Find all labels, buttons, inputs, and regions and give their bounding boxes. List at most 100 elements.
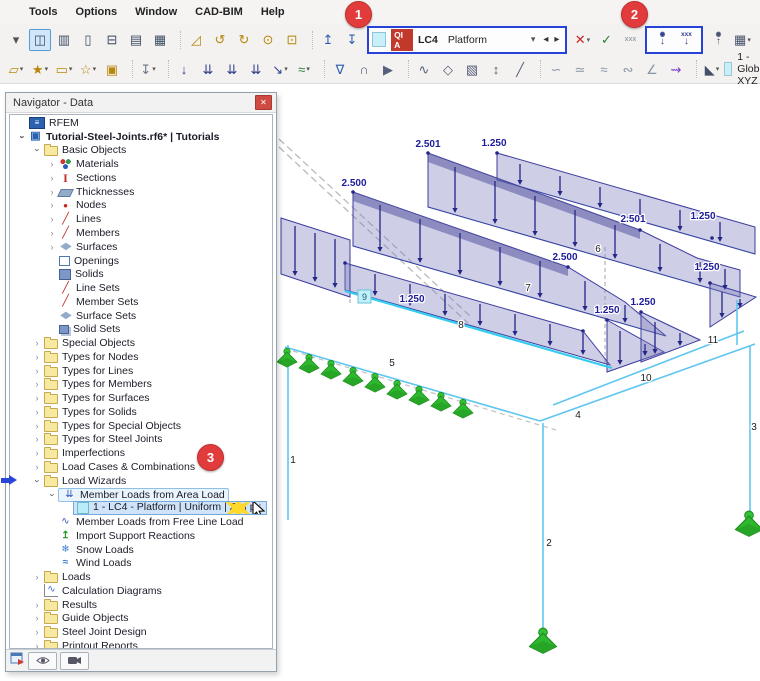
tree-chevron-icon[interactable] (46, 200, 58, 210)
tree-chevron-icon[interactable] (46, 187, 58, 197)
new-solid-button[interactable]: ▣ (105, 61, 119, 77)
section-line-button[interactable]: ╱ (516, 61, 524, 77)
import-load-state-button[interactable]: ↥ (322, 32, 334, 47)
tree-item-sections[interactable]: Sections (10, 171, 272, 185)
frame-members[interactable] (284, 300, 756, 629)
tree-chevron-icon[interactable] (31, 613, 43, 623)
tree-item-wind-loads[interactable]: Wind Loads (10, 557, 272, 571)
tree-item-types-for-surfaces[interactable]: Types for Surfaces (10, 391, 272, 405)
tree-item-types-for-nodes[interactable]: Types for Nodes (10, 350, 272, 364)
view-direction-button[interactable]: ◣▾ (704, 61, 720, 77)
nodal-support-icon[interactable] (342, 366, 364, 387)
tree-item-load-wizards[interactable]: Load Wizards (10, 474, 272, 488)
result-diagram-1-button[interactable]: ∽ (550, 61, 562, 77)
magic-wand-button[interactable]: ⇝ (670, 61, 682, 77)
tree-item-results[interactable]: Results (10, 598, 272, 612)
nodal-support-icon[interactable] (734, 510, 760, 537)
display-navigator-tab[interactable] (28, 651, 57, 670)
tree-item-surfaces[interactable]: Surfaces (10, 240, 272, 254)
spin-view-button[interactable]: ⊙ (262, 32, 274, 47)
menu-cad-bim[interactable]: CAD-BIM (195, 6, 243, 18)
tree-item-printout-reports[interactable]: Printout Reports (10, 639, 272, 648)
nodal-support-icon[interactable] (386, 379, 408, 400)
tree-chevron-icon[interactable] (31, 352, 43, 362)
toolbar-overflow-caret[interactable]: ▾ (12, 32, 20, 47)
render-mode-button[interactable]: ▧ (465, 61, 479, 77)
result-angle-button[interactable]: ∠ (646, 61, 658, 77)
tree-item-types-for-steel-joints[interactable]: Types for Steel Joints (10, 433, 272, 447)
tree-chevron-icon[interactable] (31, 627, 43, 637)
tables-panel-button[interactable]: ▦ (153, 32, 167, 47)
tree-chevron-icon[interactable] (31, 434, 43, 444)
tree-chevron-icon[interactable] (46, 214, 58, 224)
close-icon[interactable]: ✕ (255, 95, 272, 110)
tree-item-basic-objects[interactable]: Basic Objects (10, 144, 272, 158)
tree-chevron-icon[interactable] (31, 393, 43, 403)
delete-load-case-button[interactable]: ✕▾ (574, 32, 591, 47)
tree-chevron-icon[interactable] (31, 407, 43, 417)
tree-item-calculation-diagrams[interactable]: Calculation Diagrams (10, 584, 272, 598)
load-case-combobox[interactable]: QI A LC4 Platform ▾ (372, 28, 540, 51)
panel-layout-button[interactable]: ▯ (84, 32, 92, 47)
chevron-down-icon[interactable]: ▾ (530, 34, 536, 44)
tree-item-import-support-reactions[interactable]: Import Support Reactions (10, 529, 272, 543)
tree-chevron-icon[interactable] (31, 145, 43, 155)
result-tables-button[interactable]: ▦▾ (734, 32, 751, 47)
tree-item-guide-objects[interactable]: Guide Objects (10, 612, 272, 626)
tree-item-snow-loads[interactable]: Snow Loads (10, 543, 272, 557)
tree-chevron-icon[interactable] (31, 448, 43, 458)
menu-window[interactable]: Window (135, 6, 178, 18)
tree-item-special-objects[interactable]: Special Objects (10, 336, 272, 350)
tree-item-solids[interactable]: Solids (10, 267, 272, 281)
animation-button[interactable]: ▶ (383, 61, 393, 77)
new-node-button[interactable]: ★▾ (31, 61, 49, 77)
tree-item-materials[interactable]: Materials (10, 157, 272, 171)
console-panel-button[interactable]: ⊟ (106, 32, 118, 47)
displacement-scale-button[interactable]: ↕ (492, 61, 500, 77)
previous-load-case-button[interactable]: ◂ (543, 34, 549, 45)
rotate-view-left-button[interactable]: ↺ (214, 32, 226, 47)
check-model-button[interactable]: ✓ (600, 32, 612, 47)
tree-chevron-icon[interactable] (31, 421, 43, 431)
tree-chevron-icon[interactable] (31, 366, 43, 376)
nodal-support-icon[interactable] (298, 353, 320, 374)
line-load-button[interactable]: ⇊ (226, 61, 238, 77)
member-load-button[interactable]: ⇊ (202, 61, 214, 77)
menu-tools[interactable]: Tools (29, 6, 58, 18)
tree-chevron-icon[interactable] (46, 173, 58, 183)
tree-chevron-icon[interactable] (46, 228, 58, 238)
next-load-case-button[interactable]: ▸ (554, 34, 560, 45)
show-results-button[interactable]: ◉↑ (715, 30, 722, 48)
tree-chevron-icon[interactable] (31, 600, 43, 610)
diagram-curve-button[interactable]: ∿ (418, 61, 430, 77)
tree-item-types-for-solids[interactable]: Types for Solids (10, 405, 272, 419)
tree-item-member-loads-from-area-load[interactable]: Member Loads from Area Load (10, 487, 272, 502)
tree-chevron-icon[interactable] (46, 159, 58, 169)
tree-chevron-icon[interactable] (31, 379, 43, 389)
tree-item-surface-sets[interactable]: Surface Sets (10, 309, 272, 323)
clipping-box-button[interactable]: ∩ (359, 61, 369, 77)
export-load-state-button[interactable]: ↧ (346, 32, 358, 47)
tree-chevron-icon[interactable] (46, 490, 58, 500)
tree-item-load-cases-combinations[interactable]: Load Cases & Combinations (10, 460, 272, 474)
result-diagram-2-button[interactable]: ≃ (574, 61, 586, 77)
tree-chevron-icon[interactable] (31, 338, 43, 348)
tree-item-loads[interactable]: Loads (10, 570, 272, 584)
tree-item-member-sets[interactable]: Member Sets (10, 295, 272, 309)
tree-item-solid-sets[interactable]: Solid Sets (10, 322, 272, 336)
tree-item-rfem[interactable]: RFEM (10, 116, 272, 130)
tree-item-openings[interactable]: Openings (10, 254, 272, 268)
tree-item-line-sets[interactable]: Line Sets (10, 281, 272, 295)
nodal-load-button[interactable]: ↓ (180, 61, 188, 77)
zoom-window-button[interactable]: ⊡ (286, 32, 298, 47)
tree-item-lines[interactable]: Lines (10, 212, 272, 226)
tree-chevron-icon[interactable] (31, 476, 43, 486)
panel-tables-toggle-button[interactable]: ▥ (57, 32, 71, 47)
coordinate-system-indicator[interactable]: 1 - Global XYZ (724, 51, 760, 87)
tree-chevron-icon[interactable] (16, 132, 28, 142)
views-navigator-tab[interactable] (60, 651, 89, 670)
tree-item-member-loads-from-free-line-load[interactable]: Member Loads from Free Line Load (10, 515, 272, 529)
tree-item-types-for-members[interactable]: Types for Members (10, 378, 272, 392)
tree-item-types-for-lines[interactable]: Types for Lines (10, 364, 272, 378)
show-loads-button[interactable]: ◉↓ (659, 30, 666, 48)
